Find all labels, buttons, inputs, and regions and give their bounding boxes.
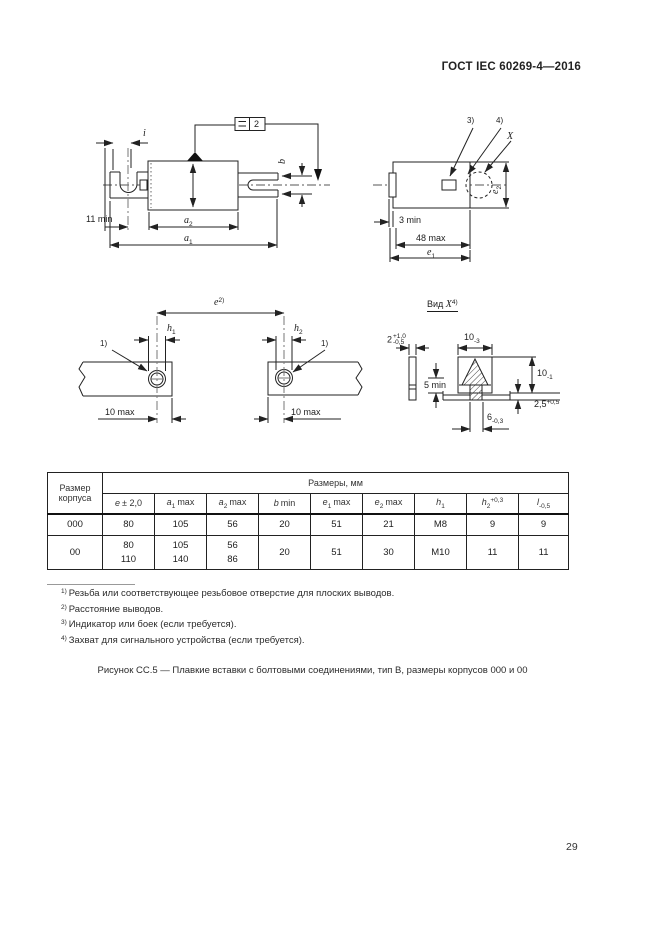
footnotes: 1)Резьба или соответствующее резьбовое о…: [47, 588, 578, 650]
dim-label-10max-left: 10 max: [105, 407, 135, 417]
footnote-4: 4)Захват для сигнального устройства (есл…: [61, 634, 305, 646]
dim-label-h2: h2: [294, 323, 303, 337]
footnote-1: 1)Резьба или соответствующее резьбовое о…: [61, 588, 395, 599]
tolerance-frame-value: 2: [254, 119, 260, 129]
table-row-00: 00 80 110 105 140 56 86 20 51 30 М10 11 …: [47, 535, 570, 570]
dim-label-e2: e2: [490, 185, 503, 194]
fuse-top-view-drawing: [373, 128, 511, 262]
gripping-lug-circle: [466, 172, 492, 198]
dim-label-10-1: 10-1: [537, 368, 553, 381]
dim-label-10max-right: 10 max: [291, 407, 321, 417]
standard-header: ГОСТ IEC 60269-4—2016: [441, 61, 581, 73]
dim-label-h1: h1: [167, 323, 176, 337]
col-header-h2: h2+0,3: [466, 493, 519, 515]
dim-label-10-3: 10-3: [464, 332, 480, 345]
dim-label-e-note2: e2): [214, 297, 225, 308]
view-x-ref: X: [507, 131, 514, 142]
dim-label-5min: 5 min: [424, 380, 447, 390]
dim-label-48max: 48 max: [416, 233, 446, 243]
dim-label-b: b: [277, 159, 288, 164]
footnote-3: 3)Индикатор или боек (если требуется).: [61, 619, 237, 630]
footnote-separator: [47, 584, 135, 585]
datum-triangle-icon: [187, 152, 203, 161]
indicator-rect: [442, 180, 456, 190]
figure-caption: Рисунок СС.5 — Плавкие вставки с болтовы…: [97, 665, 528, 676]
dim-label-i: i: [143, 128, 146, 139]
dim-label-a2: a2: [184, 215, 193, 229]
col-header-h1: h1: [414, 493, 467, 515]
dim-label-a1: a1: [184, 233, 193, 247]
table-corner-header: Размер корпуса: [47, 472, 103, 515]
footnote-2: 2)Расстояние выводов.: [61, 603, 164, 615]
col-header-e: e± 2,0: [102, 493, 155, 515]
dim-label-6: 6-0,3: [487, 412, 504, 425]
dim-label-plate2: 2+1,0-0,5: [387, 333, 406, 346]
view-x-detail-drawing: [396, 344, 560, 433]
note-ref-3: 3): [467, 116, 475, 125]
page-number: 29: [566, 841, 578, 853]
table-span-header: Размеры, мм: [101, 472, 570, 494]
col-header-l: l-0,5: [517, 493, 570, 515]
table-row-000: 000 80 105 56 20 51 21 М8 9 9: [47, 513, 570, 536]
symmetry-icon: [239, 122, 247, 127]
dim-label-e1: e1: [427, 247, 436, 261]
dim-label-3min: 3 min: [399, 215, 422, 225]
note-ref-1-right: 1): [321, 339, 329, 348]
view-x-title: Вид X4): [427, 299, 458, 312]
figure-drawing: [0, 0, 661, 433]
note-ref-4: 4): [496, 116, 504, 125]
dim-label-2-5: 2,5+0,5: [534, 399, 560, 409]
fuse-side-view-drawing: [96, 118, 330, 249]
note-ref-1-left: 1): [100, 339, 108, 348]
dim-label-11min: 11 min: [86, 214, 113, 224]
blade-terminals-drawing: [79, 309, 362, 423]
